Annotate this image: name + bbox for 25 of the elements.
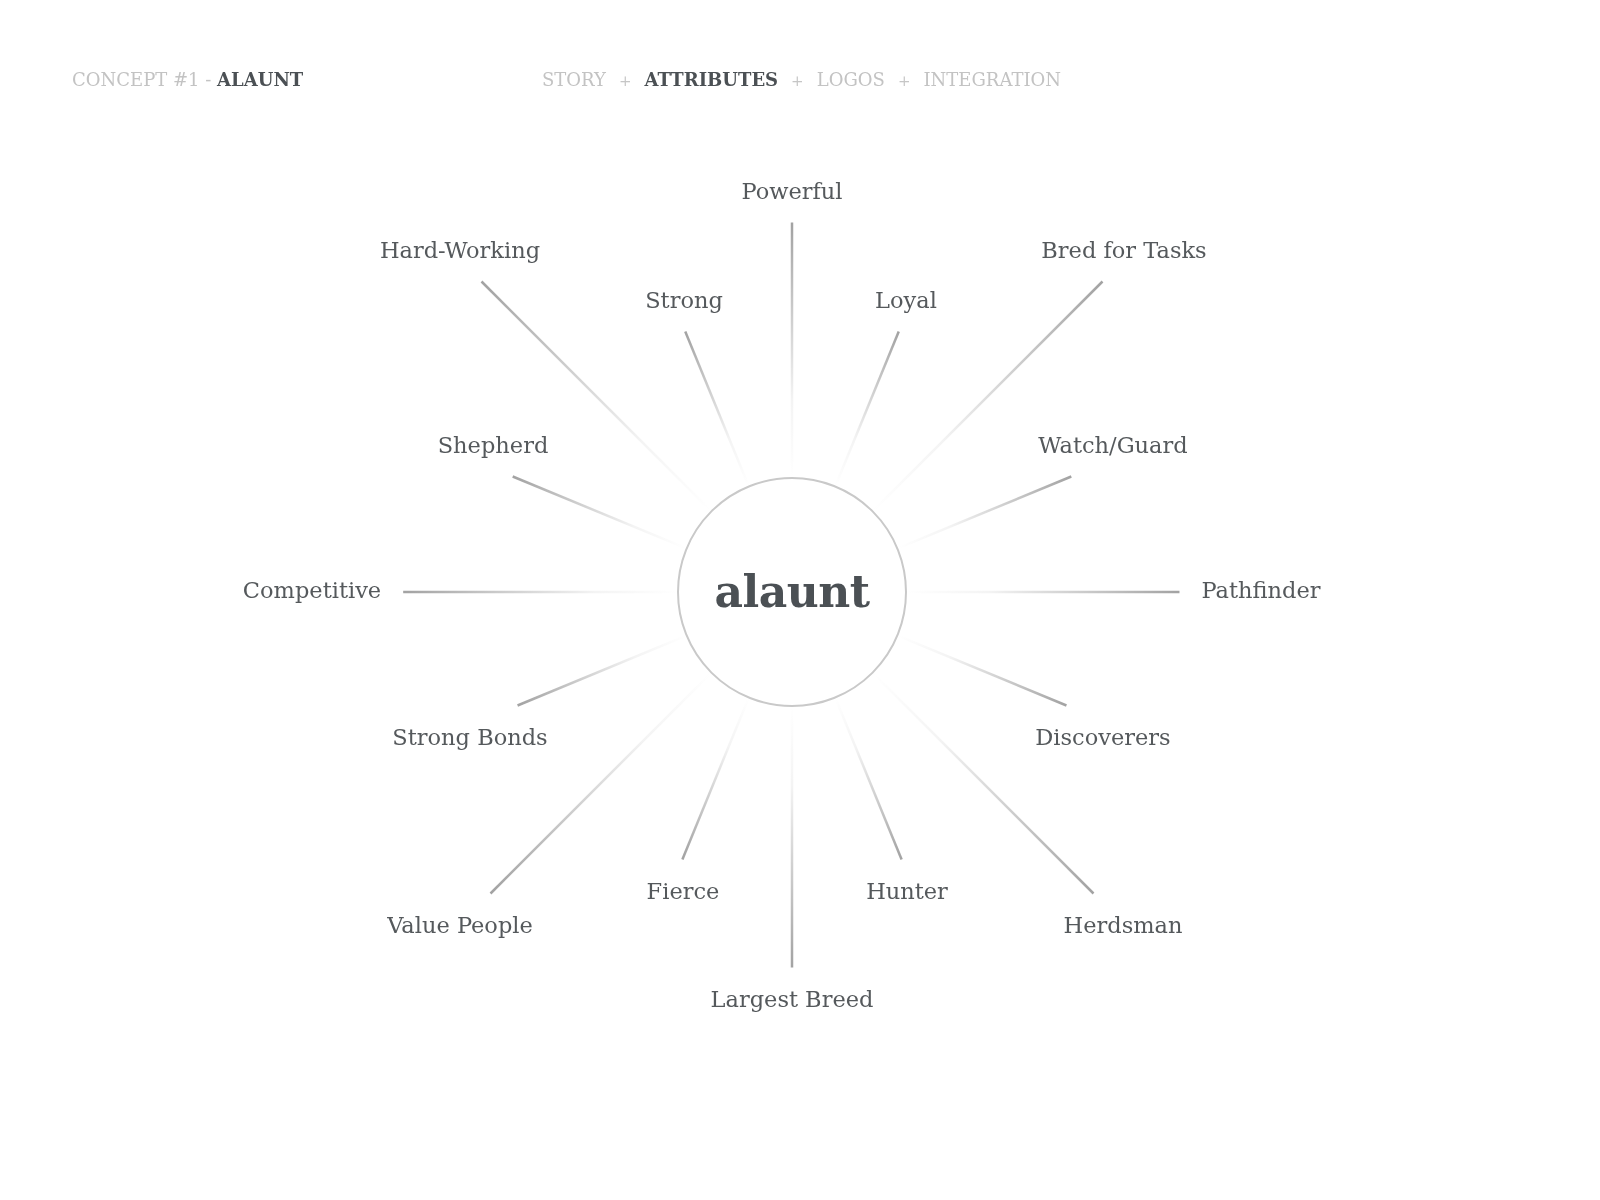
center-word: alaunt (714, 567, 870, 617)
attribute-label: Value People (387, 911, 533, 939)
attribute-label: Pathfinder (1201, 576, 1321, 604)
attribute-label: Herdsman (1063, 911, 1183, 939)
nav-link: STORY (542, 69, 606, 90)
attribute-label: Hard-Working (379, 236, 541, 264)
attribute-label: Shepherd (437, 431, 549, 459)
nav-link: INTEGRATION (923, 69, 1062, 90)
attribute-label: Hunter (866, 877, 948, 905)
attribute-label: Largest Breed (710, 985, 874, 1013)
nav-link-active: ATTRIBUTES (644, 69, 779, 90)
attribute-label: Competitive (242, 576, 382, 604)
nav-link: LOGOS (816, 69, 885, 90)
plus-separator: + (897, 72, 911, 90)
plus-separator: + (619, 72, 632, 90)
attribute-label: Strong Bonds (392, 723, 548, 751)
plus-separator: + (791, 72, 804, 90)
attribute-label: Fierce (646, 877, 720, 905)
attribute-label: Powerful (741, 177, 843, 205)
attribute-label: Watch/Guard (1038, 431, 1188, 459)
attribute-label: Loyal (875, 286, 937, 314)
attribute-label: Strong (645, 286, 723, 314)
attribute-label: Discoverers (1035, 723, 1171, 751)
attribute-label: Bred for Tasks (1041, 236, 1207, 264)
page-title: CONCEPT #1 - ALAUNT (72, 69, 304, 90)
